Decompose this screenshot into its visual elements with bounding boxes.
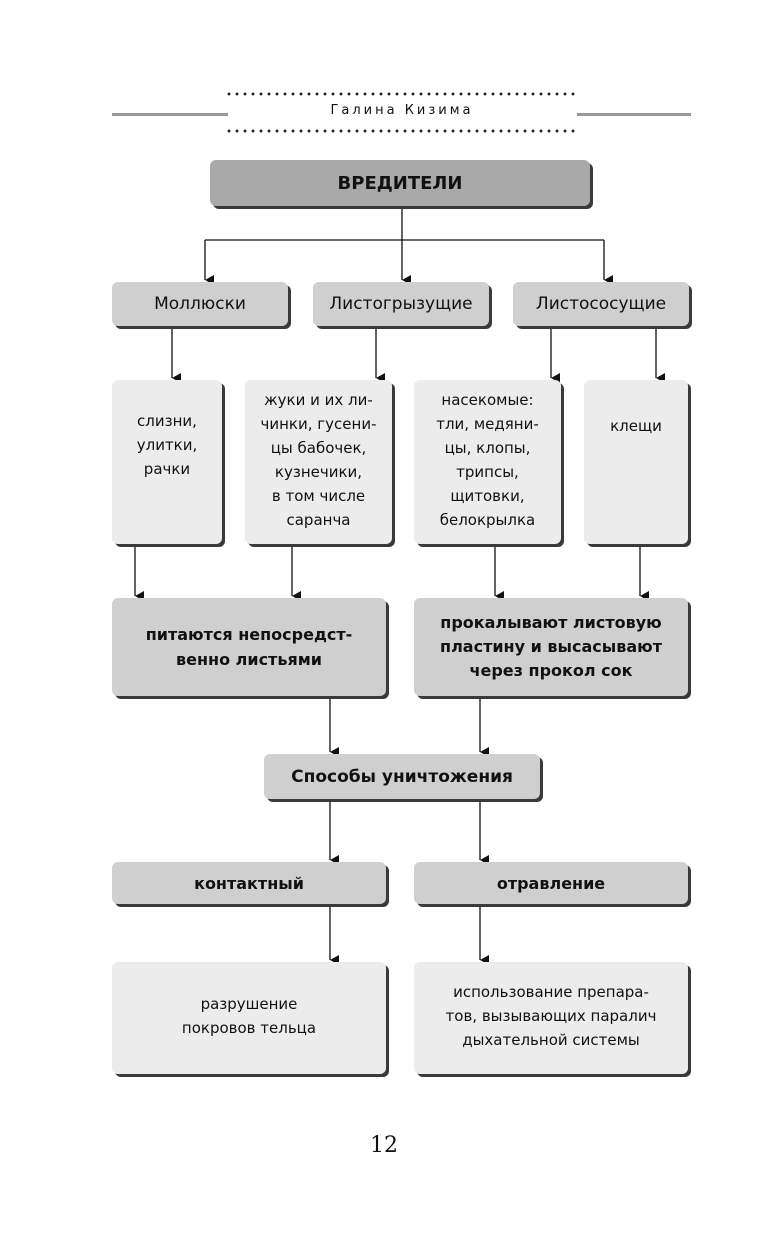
header-dots-bottom — [225, 129, 577, 133]
poisoning-effect-text: использование препара- тов, вызывающих п… — [445, 983, 657, 1049]
mollusks-label: Моллюски — [154, 294, 246, 314]
direct-feeding-text: питаются непосредст- венно листьями — [145, 625, 353, 669]
contact-effect-text: разрушение покровов тельца — [181, 995, 317, 1037]
mite-examples-text: клещи — [610, 417, 662, 435]
leaf-chewing-label: Листогрызущие — [329, 294, 473, 314]
node-insect-examples: насекомые: тли, медяни- цы, клопы, трипс… — [414, 380, 561, 544]
header-rule-right — [577, 113, 691, 116]
node-leaf-chewing: Листогрызущие — [313, 282, 489, 326]
header-dots-top — [225, 92, 577, 96]
insect-examples-text: насекомые: тли, медяни- цы, клопы, трипс… — [436, 391, 539, 529]
node-mite-examples: клещи — [584, 380, 688, 544]
sucking-feeding-text: прокалывают листовую пластину и высасыва… — [440, 613, 662, 680]
node-leaf-sucking: Листососущие — [513, 282, 689, 326]
root-node: ВРЕДИТЕЛИ — [210, 160, 590, 206]
node-contact: контактный — [112, 862, 386, 904]
node-chewing-examples: жуки и их ли- чинки, гусени- цы бабочек,… — [245, 380, 392, 544]
page-number: 12 — [370, 1133, 398, 1158]
poisoning-label: отравление — [496, 873, 606, 893]
node-mollusks: Моллюски — [112, 282, 288, 326]
node-mollusk-examples: слизни, улитки, рачки — [112, 380, 222, 544]
leaf-sucking-label: Листососущие — [535, 294, 667, 314]
node-poisoning: отравление — [414, 862, 688, 904]
node-control-methods: Способы уничтожения — [264, 754, 540, 799]
author-name: Галина Кизима — [330, 103, 474, 118]
header-rule-left — [112, 113, 228, 116]
mollusk-examples-text: слизни, улитки, рачки — [136, 412, 198, 478]
node-contact-effect: разрушение покровов тельца — [112, 962, 386, 1074]
contact-label: контактный — [194, 873, 304, 893]
control-methods-label: Способы уничтожения — [291, 766, 513, 787]
root-label: ВРЕДИТЕЛИ — [337, 172, 463, 194]
node-direct-feeding: питаются непосредст- венно листьями — [112, 598, 386, 696]
chewing-examples-text: жуки и их ли- чинки, гусени- цы бабочек,… — [260, 391, 377, 529]
node-poisoning-effect: использование препара- тов, вызывающих п… — [414, 962, 688, 1074]
node-sucking-feeding: прокалывают листовую пластину и высасыва… — [414, 598, 688, 696]
